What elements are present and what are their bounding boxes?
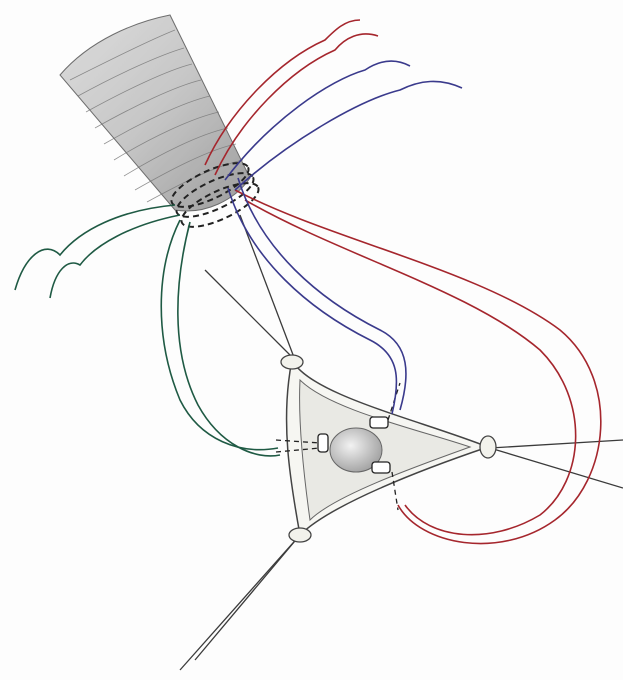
green-sutures — [15, 205, 280, 456]
pledget-left — [318, 434, 328, 452]
corner-cap-right — [480, 436, 496, 458]
corner-cap-top — [281, 355, 303, 369]
valve-ring — [276, 355, 496, 542]
blue-sutures — [225, 61, 462, 414]
pledget-lower — [372, 462, 390, 473]
pledget-upper — [370, 417, 388, 428]
corner-cap-bottom — [289, 528, 311, 542]
